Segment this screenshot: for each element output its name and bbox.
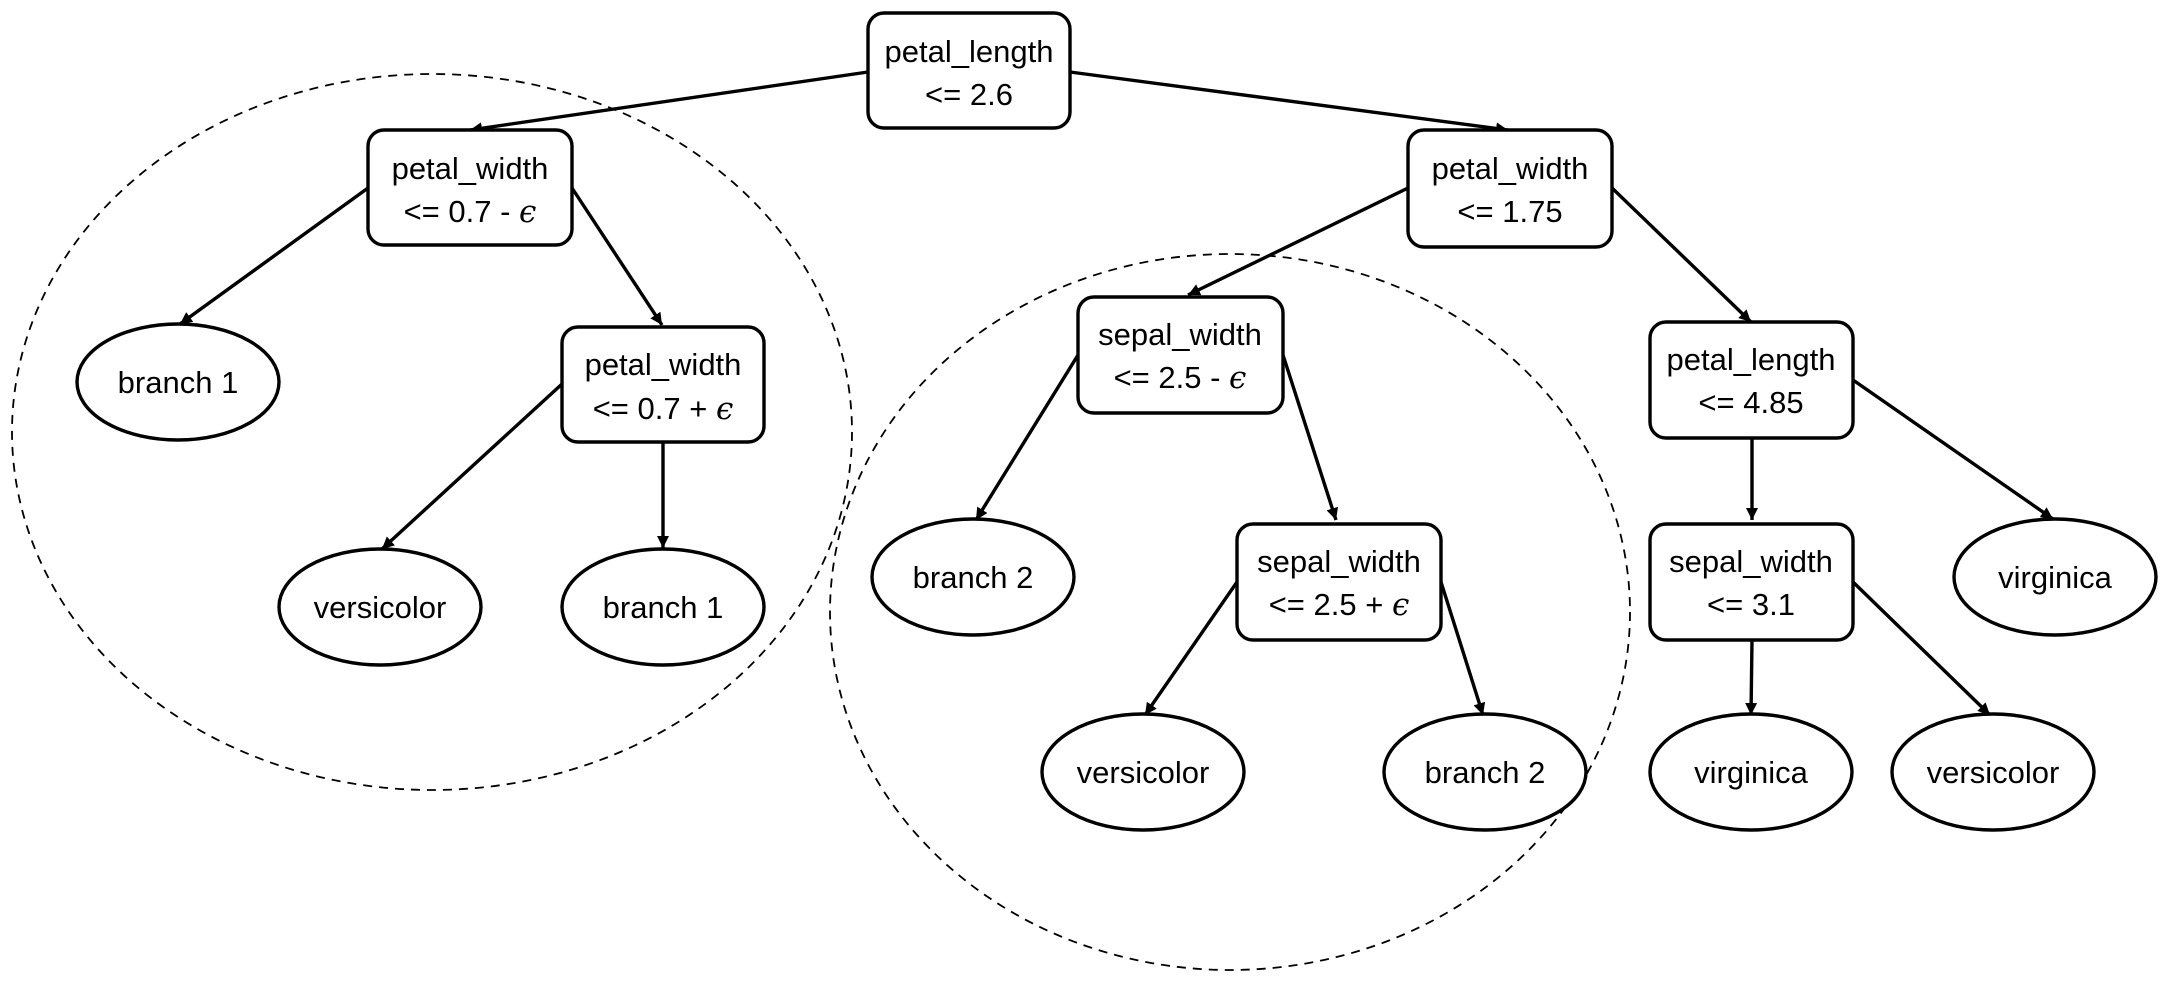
tree-edges bbox=[179, 70, 2054, 717]
node-condition-label: <= 2.5 - bbox=[1114, 360, 1229, 395]
node-feature-label: sepal_width bbox=[1257, 544, 1421, 579]
leaf-label: branch 2 bbox=[1425, 755, 1546, 790]
leaf-label: virginica bbox=[1694, 755, 1808, 790]
leaf-label: branch 1 bbox=[603, 590, 724, 625]
decision-node-sepal-width-plus: sepal_width <= 2.5 + ϵ bbox=[1235, 522, 1443, 642]
svg-text:<= 0.7 + ϵ: <= 0.7 + ϵ bbox=[593, 391, 734, 427]
edge-sw-minus-to-sw-plus bbox=[1281, 354, 1339, 521]
edge-pw-left-plus-to-versicolor-a bbox=[380, 382, 564, 551]
leaf-node-virginica-lower: virginica bbox=[1648, 712, 1854, 832]
decision-node-petal-width-left-plus: petal_width <= 0.7 + ϵ bbox=[560, 325, 766, 444]
node-feature-label: petal_width bbox=[585, 347, 742, 382]
epsilon-symbol: ϵ bbox=[1229, 360, 1246, 396]
leaf-label: branch 2 bbox=[913, 560, 1034, 595]
leaf-node-branch-2-left: branch 2 bbox=[870, 517, 1076, 637]
node-feature-label: petal_width bbox=[1432, 151, 1589, 186]
leaf-node-versicolor-right: versicolor bbox=[1890, 712, 2096, 832]
node-condition-label: <= 3.1 bbox=[1707, 587, 1795, 622]
leaf-node-versicolor-left: versicolor bbox=[277, 547, 483, 667]
node-feature-label: petal_length bbox=[885, 34, 1054, 69]
epsilon-symbol: ϵ bbox=[1392, 587, 1409, 623]
node-feature-label: petal_length bbox=[1667, 342, 1836, 377]
decision-node-petal-length-right: petal_length <= 4.85 bbox=[1648, 320, 1855, 440]
edge-sw-minus-to-branch2-a bbox=[974, 354, 1080, 521]
leaf-node-branch-1-right: branch 1 bbox=[560, 547, 766, 667]
edge-root-to-pw-left bbox=[469, 70, 869, 135]
leaf-label: versicolor bbox=[1077, 755, 1210, 790]
edge-sw-right-to-versicolor-c bbox=[1851, 580, 1992, 717]
edge-sw-plus-to-branch2-b bbox=[1439, 581, 1486, 716]
edge-sw-plus-to-versicolor-b bbox=[1143, 581, 1239, 716]
leaf-label: virginica bbox=[1998, 560, 2112, 595]
leaf-node-branch-1-left: branch 1 bbox=[75, 322, 281, 442]
middle-subtree-group-outline bbox=[829, 253, 1631, 971]
epsilon-symbol: ϵ bbox=[519, 194, 536, 230]
node-condition-label: <= 1.75 bbox=[1457, 194, 1562, 229]
node-feature-label: sepal_width bbox=[1098, 317, 1262, 352]
decision-node-petal-width-left: petal_width <= 0.7 - ϵ bbox=[366, 128, 574, 247]
svg-text:<= 2.5 - ϵ: <= 2.5 - ϵ bbox=[1114, 360, 1247, 396]
decision-node-sepal-width-right: sepal_width <= 3.1 bbox=[1648, 522, 1855, 642]
edge-pl-right-to-virginica-a bbox=[1852, 378, 2054, 521]
leaf-node-branch-2-right: branch 2 bbox=[1382, 712, 1588, 832]
edge-pw-left-to-branch1-a bbox=[179, 186, 369, 326]
node-condition-label: <= 0.7 + bbox=[593, 391, 716, 426]
leaf-label: versicolor bbox=[1927, 755, 2060, 790]
edge-pw-right-to-sw-minus bbox=[1187, 186, 1409, 297]
node-condition-label: <= 4.85 bbox=[1698, 385, 1803, 420]
leaf-node-versicolor-middle: versicolor bbox=[1040, 712, 1246, 832]
epsilon-symbol: ϵ bbox=[716, 391, 733, 427]
node-feature-label: petal_width bbox=[392, 151, 549, 186]
svg-text:<= 0.7 - ϵ: <= 0.7 - ϵ bbox=[404, 194, 537, 230]
node-condition-label: <= 2.5 + bbox=[1269, 587, 1392, 622]
svg-text:<= 2.5 + ϵ: <= 2.5 + ϵ bbox=[1269, 587, 1410, 623]
leaf-label: versicolor bbox=[314, 590, 447, 625]
edge-pw-left-to-pw-left-plus bbox=[570, 187, 664, 326]
node-condition-label: <= 0.7 - bbox=[404, 194, 519, 229]
edge-root-to-pw-right bbox=[1069, 70, 1509, 135]
left-subtree-group-outline bbox=[11, 73, 853, 791]
decision-node-root: petal_length <= 2.6 bbox=[866, 11, 1072, 130]
leaf-label: branch 1 bbox=[118, 365, 239, 400]
edge-sw-right-to-virginica-b bbox=[1745, 639, 1758, 716]
edge-pw-right-to-pl-right bbox=[1610, 186, 1753, 324]
leaf-node-virginica-upper: virginica bbox=[1952, 517, 2158, 637]
node-feature-label: sepal_width bbox=[1669, 544, 1833, 579]
node-condition-label: <= 2.6 bbox=[925, 77, 1013, 112]
decision-node-sepal-width-minus: sepal_width <= 2.5 - ϵ bbox=[1076, 295, 1285, 415]
decision-node-petal-width-right: petal_width <= 1.75 bbox=[1406, 128, 1614, 249]
